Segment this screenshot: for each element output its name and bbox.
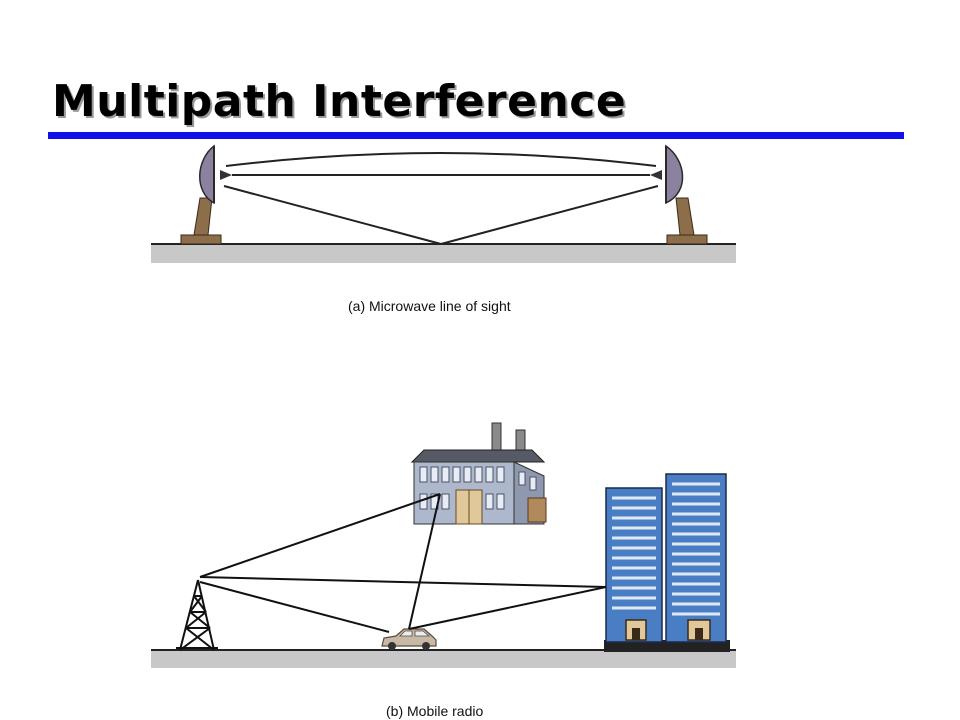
signal-path-arc	[225, 152, 657, 167]
title-rule	[48, 132, 904, 139]
left-dish-antenna-icon	[180, 144, 232, 245]
car-icon	[381, 628, 437, 650]
slide-title: Multipath Interference	[52, 76, 627, 127]
factory-icon	[410, 422, 547, 525]
mobile-radio-scene	[151, 422, 736, 668]
figure-a-caption: (a) Microwave line of sight	[348, 298, 511, 314]
signal-path-tower-factory	[199, 493, 441, 578]
signal-path-tower-car	[199, 581, 390, 633]
ground-a	[151, 244, 736, 263]
right-dish-antenna-icon	[650, 144, 708, 245]
signal-path-ground-right	[440, 185, 659, 245]
signal-path-tower-buildings	[199, 576, 607, 588]
ground-b	[151, 650, 736, 668]
radio-tower-icon	[176, 579, 218, 651]
microwave-scene	[151, 144, 736, 263]
signal-path-buildings-car	[408, 586, 607, 630]
signal-path-factory-car	[408, 493, 441, 630]
figure-b-caption: (b) Mobile radio	[386, 703, 484, 719]
office-buildings-icon	[604, 473, 730, 652]
signal-path-ground-left	[223, 185, 442, 245]
